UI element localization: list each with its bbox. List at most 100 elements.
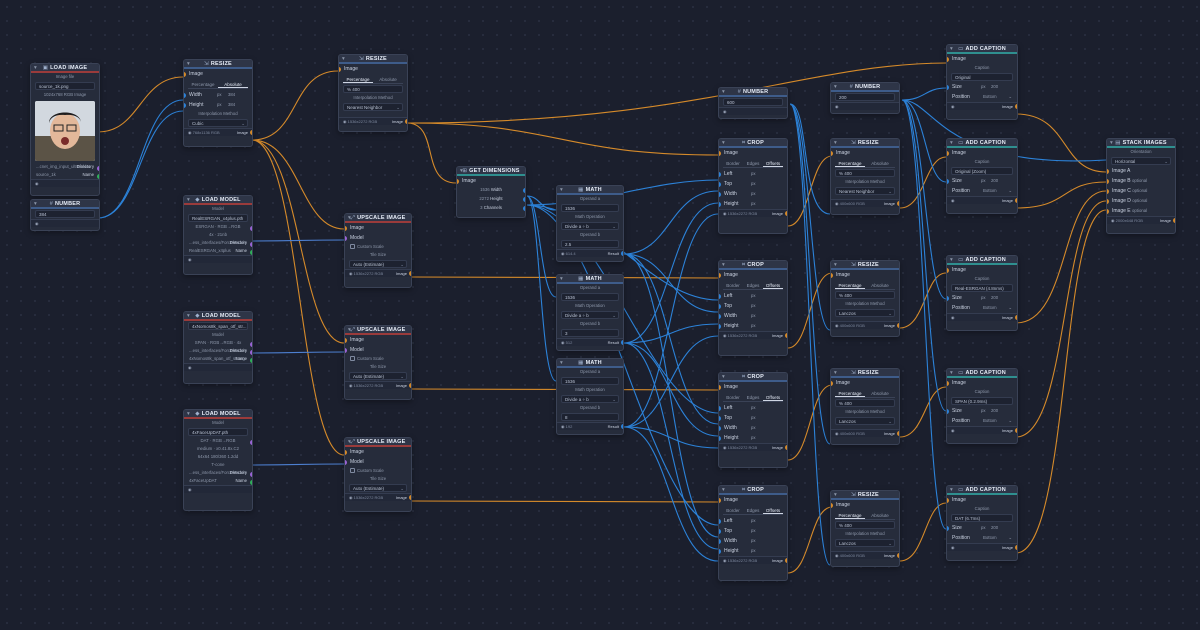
eye-icon[interactable]: ◉ xyxy=(835,553,839,558)
model-file-field[interactable]: 4xNomos8k_span_otf_str... xyxy=(188,322,248,330)
eye-icon[interactable]: ◉ xyxy=(951,315,955,320)
crop-title[interactable]: ▾⌗CROP xyxy=(719,486,787,495)
model-input-port[interactable]: Model xyxy=(345,345,411,355)
stack-images-node[interactable]: ▾▤STACK IMAGES Orientation Horizontal⌄ I… xyxy=(1106,138,1176,234)
image-file-field[interactable]: source_1k.png xyxy=(35,82,95,90)
image-input-port[interactable]: Image xyxy=(947,54,1017,64)
add-caption-node-5[interactable]: ▾▭ADD CAPTION Image Caption DAT (6.7ms) … xyxy=(946,485,1018,561)
image-input-port[interactable]: Image xyxy=(457,176,525,186)
interpolation-select[interactable]: Nearest Neighbor⌄ xyxy=(343,103,403,111)
image-input-port[interactable]: Image xyxy=(831,270,899,280)
model-input-port[interactable]: Model xyxy=(345,233,411,243)
number-node-top[interactable]: ▾#NUMBER 600 ◉ xyxy=(718,87,788,119)
model-file-field[interactable]: 4xFaceUpDAT.pth xyxy=(188,428,248,436)
resize-mode-tabs[interactable]: Percentage Absolute xyxy=(343,75,403,84)
tab-percentage[interactable]: Percentage xyxy=(835,511,865,519)
eye-icon[interactable]: ◉ xyxy=(835,201,839,206)
eye-icon[interactable]: ◉ xyxy=(188,487,192,492)
caption-input[interactable]: Original (Zoom) xyxy=(951,167,1013,175)
crop-title[interactable]: ▾⌗CROP xyxy=(719,139,787,148)
tab-absolute[interactable]: Absolute xyxy=(379,77,397,82)
image-input-port[interactable]: Image xyxy=(345,447,411,457)
image-input-port[interactable]: Image xyxy=(719,495,787,505)
custom-scale-checkbox[interactable]: Custom Scale xyxy=(345,467,411,475)
eye-icon[interactable]: ◉ xyxy=(723,445,727,450)
tab-percentage[interactable]: Percentage xyxy=(343,75,373,83)
tab-edges[interactable]: Edges xyxy=(746,508,760,513)
operation-select[interactable]: Divide a ÷ b⌄ xyxy=(561,311,619,319)
number-node-top2[interactable]: ▾#NUMBER 200 ◉ xyxy=(830,82,900,114)
operand-a-input[interactable]: 1536 xyxy=(561,293,619,301)
image-input-port[interactable]: Image xyxy=(947,265,1017,275)
tab-edges[interactable]: Edges xyxy=(746,395,760,400)
tab-offsets[interactable]: Offsets xyxy=(763,281,783,289)
eye-icon[interactable]: ◉ xyxy=(349,383,353,388)
eye-icon[interactable]: ◉ xyxy=(349,495,353,500)
eye-icon[interactable]: ◉ xyxy=(951,428,955,433)
eye-icon[interactable]: ◉ xyxy=(349,271,353,276)
image-input-port[interactable]: Image xyxy=(184,69,252,79)
upscale-title[interactable]: ▾⤢UPSCALE IMAGE xyxy=(345,438,411,447)
operand-b-input[interactable]: 8 xyxy=(561,413,619,421)
number-title[interactable]: ▾#NUMBER xyxy=(31,200,99,209)
image-input-port[interactable]: Image xyxy=(719,270,787,280)
eye-icon[interactable]: ◉ xyxy=(343,119,347,124)
caption-input[interactable]: Real-ESRGAN (4.8nms) xyxy=(951,284,1013,292)
add-caption-node-1[interactable]: ▾▭ADD CAPTION Image Caption Original Siz… xyxy=(946,44,1018,120)
interpolation-select[interactable]: Lanczos⌄ xyxy=(835,539,895,547)
image-b-port[interactable]: Image B optional xyxy=(1107,176,1175,186)
math-node-1[interactable]: ▾▦MATH Operand a 1536 Math Operation Div… xyxy=(556,185,624,262)
math-title[interactable]: ▾▦MATH xyxy=(557,275,623,284)
orientation-select[interactable]: Horizontal⌄ xyxy=(1111,157,1171,165)
image-input-port[interactable]: Image xyxy=(719,382,787,392)
tab-absolute[interactable]: Absolute xyxy=(871,283,889,288)
eye-icon[interactable]: ◉ xyxy=(835,104,839,109)
eye-icon[interactable]: ◉ xyxy=(951,104,955,109)
image-input-port[interactable]: Image xyxy=(831,500,899,510)
resize-title[interactable]: ▾⇲RESIZE xyxy=(831,139,899,148)
add-caption-title[interactable]: ▾▭ADD CAPTION xyxy=(947,369,1017,378)
load-model-title[interactable]: ▾◆LOAD MODEL xyxy=(184,312,252,321)
tab-edges[interactable]: Edges xyxy=(746,161,760,166)
image-c-port[interactable]: Image C optional xyxy=(1107,186,1175,196)
eye-icon[interactable]: ◉ xyxy=(1111,218,1115,223)
tab-absolute[interactable]: Absolute xyxy=(871,391,889,396)
percentage-input[interactable]: % 400 xyxy=(343,85,403,93)
operation-select[interactable]: Divide a ÷ b⌄ xyxy=(561,395,619,403)
add-caption-title[interactable]: ▾▭ADD CAPTION xyxy=(947,139,1017,148)
eye-icon[interactable]: ◉ xyxy=(723,109,727,114)
tab-border[interactable]: Border xyxy=(726,508,740,513)
eye-icon[interactable]: ◉ xyxy=(35,221,39,226)
eye-icon[interactable]: ◉ xyxy=(723,558,727,563)
upscale-title[interactable]: ▾⤢UPSCALE IMAGE xyxy=(345,214,411,223)
eye-icon[interactable]: ◉ xyxy=(835,323,839,328)
number-input[interactable]: 200 xyxy=(835,93,895,101)
resize-mode-tabs[interactable]: Percentage Absolute xyxy=(835,281,895,290)
number-title[interactable]: ▾#NUMBER xyxy=(719,88,787,97)
resize-title[interactable]: ▾⇲RESIZE xyxy=(831,261,899,270)
tab-percentage[interactable]: Percentage xyxy=(835,281,865,289)
operand-a-input[interactable]: 1536 xyxy=(561,377,619,385)
caption-input[interactable]: DAT (6.7ms) xyxy=(951,514,1013,522)
resize-title[interactable]: ▾⇲RESIZE xyxy=(831,369,899,378)
tab-offsets[interactable]: Offsets xyxy=(763,393,783,401)
add-caption-title[interactable]: ▾▭ADD CAPTION xyxy=(947,486,1017,495)
image-input-port[interactable]: Image xyxy=(831,378,899,388)
crop-title[interactable]: ▾⌗CROP xyxy=(719,261,787,270)
tab-percentage[interactable]: Percentage xyxy=(191,82,215,87)
